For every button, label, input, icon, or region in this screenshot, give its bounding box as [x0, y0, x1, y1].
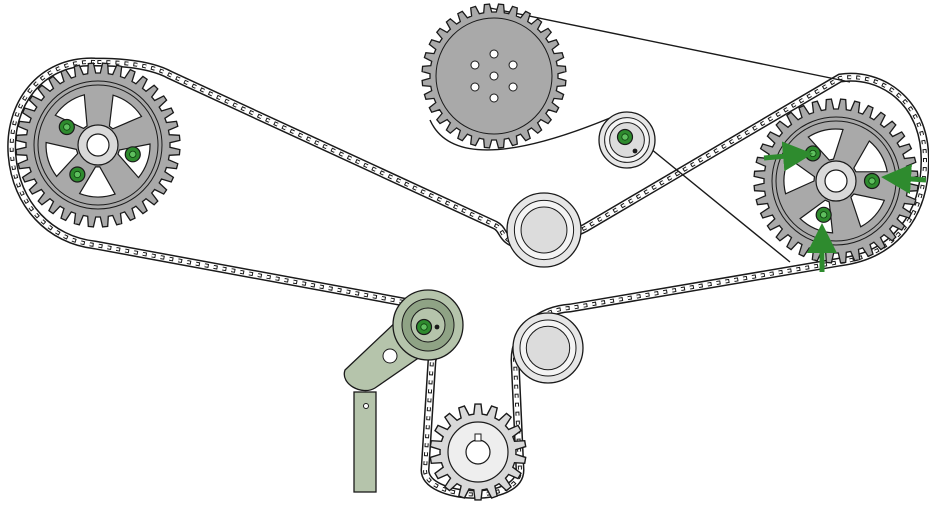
indicator-arrow	[763, 141, 813, 172]
indicator-arrows	[763, 141, 927, 272]
pivot-hole	[382, 348, 398, 364]
tensioner-rod	[353, 391, 377, 493]
gear-window	[850, 193, 886, 228]
gear-window	[78, 166, 116, 198]
pulley-hub	[525, 325, 571, 371]
keyway	[474, 433, 482, 442]
auxiliary-gear	[421, 3, 567, 149]
belt-tensioner	[343, 289, 464, 493]
gear-bore	[824, 169, 848, 193]
camshaft-gear-right	[753, 98, 919, 264]
pulley-hub	[520, 206, 568, 254]
bolt-hole	[470, 82, 480, 92]
gear-window	[807, 128, 844, 161]
bolt-hole	[489, 49, 499, 59]
gear-bore	[86, 133, 110, 157]
gear-window	[45, 141, 79, 178]
aux-belt-top	[489, 7, 851, 83]
pin-dot	[632, 148, 638, 154]
small-idler-pulley	[598, 111, 656, 169]
aux-belt-diagonal	[639, 139, 791, 263]
crankshaft-gear	[429, 403, 527, 501]
bolt-hole	[470, 60, 480, 70]
indicator-arrow	[881, 164, 927, 194]
camshaft-gear-left	[15, 62, 181, 228]
aux-belt-lower	[429, 117, 611, 151]
auxiliary-belt	[429, 7, 851, 263]
gear-bore	[465, 439, 491, 465]
pin-dot	[434, 324, 440, 330]
center-hole	[489, 71, 499, 81]
bolt-hole	[508, 60, 518, 70]
lower-idler-pulley	[512, 312, 584, 384]
bolt-hole	[489, 93, 499, 103]
gear-window	[54, 94, 88, 130]
center-idler-pulley	[506, 192, 582, 268]
gear-window	[108, 94, 143, 130]
bolt-hole	[508, 82, 518, 92]
